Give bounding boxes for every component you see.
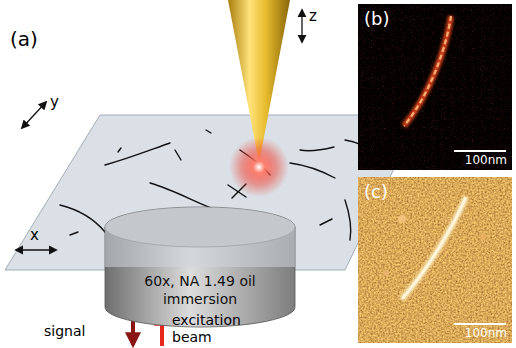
x-axis-arrow — [16, 249, 56, 250]
image-panel: (c) 100nm — [358, 177, 512, 343]
axis-label: z — [309, 8, 317, 25]
panel-label: (a) — [10, 28, 38, 51]
image-panel: (b) 100nm — [358, 4, 512, 170]
z-axis-arrow — [301, 10, 302, 42]
scale-bar-label: 100nm — [465, 327, 507, 340]
signal-label: signal — [44, 323, 85, 339]
panel-label: (c) — [364, 182, 388, 202]
objective-cylinder — [100, 202, 300, 330]
scale-bar-label: 100nm — [465, 154, 507, 167]
objective-lens: 60x, NA 1.49 oil immersion — [100, 202, 300, 330]
y-axis-arrow — [22, 102, 46, 128]
scale-bar — [454, 150, 506, 152]
beam-label: excitation beam — [172, 312, 252, 346]
image-panel-c — [358, 177, 512, 343]
axis-label: y — [50, 94, 59, 111]
plane-overlay — [100, 202, 300, 267]
panel-label: (b) — [364, 9, 389, 29]
excitation-spot — [229, 137, 289, 197]
image-panel-b — [358, 4, 512, 170]
objective-label: 60x, NA 1.49 oil immersion — [140, 272, 260, 308]
axis-label: x — [30, 227, 39, 244]
scale-bar — [454, 323, 506, 325]
objective-text-holder: 60x, NA 1.49 oil immersion — [100, 272, 300, 308]
